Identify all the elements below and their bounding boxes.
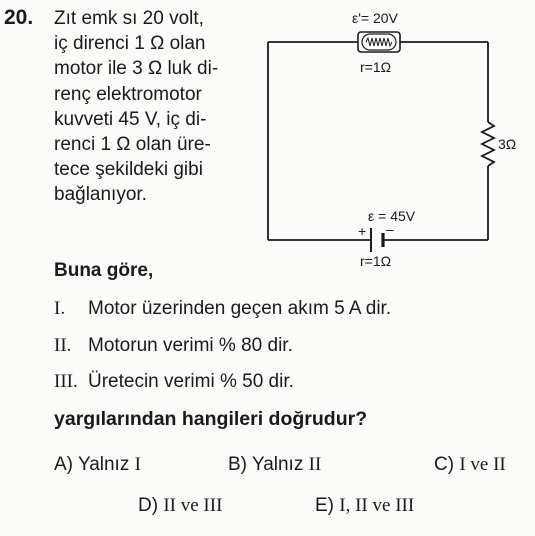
motor-symbol xyxy=(357,31,401,53)
statement-item: I. Motor üzerinden geçen akım 5 A dir. xyxy=(54,298,391,320)
roman-numeral: II. xyxy=(54,335,72,356)
option-letter: C) xyxy=(434,454,455,475)
option-letter: E) xyxy=(315,495,334,516)
plus-sign: + xyxy=(358,223,366,239)
option-b[interactable]: B) Yalnız II xyxy=(228,454,321,476)
option-letter: B) xyxy=(228,454,247,475)
option-text: Yalnız xyxy=(77,454,130,475)
statement-text: Motor üzerinden geçen akım 5 A dir. xyxy=(88,298,392,319)
option-roman: II xyxy=(308,454,322,475)
battery-symbol xyxy=(370,228,385,252)
stem-line: bağlanıyor. xyxy=(54,184,147,206)
motor-resistance-label: r=1Ω xyxy=(360,59,391,75)
option-c[interactable]: C) I ve II xyxy=(434,454,506,476)
statement-item: III. Üretecin verimi % 50 dir. xyxy=(54,371,294,393)
option-e[interactable]: E) I, II ve III xyxy=(315,495,414,517)
resistor-zigzag xyxy=(479,121,497,167)
option-roman: I xyxy=(134,454,141,475)
source-resistance-label: r=1Ω xyxy=(360,253,391,269)
stem-line: motor ile 3 Ω luk di- xyxy=(54,58,219,80)
stem-line: renç elektromotor xyxy=(54,83,202,105)
roman-numeral: I. xyxy=(54,298,66,319)
stem-line: tece şekildeki gibi xyxy=(54,159,203,181)
stem-line: Zıt emk sı 20 volt, xyxy=(54,8,204,29)
option-roman: I, II ve III xyxy=(339,495,415,516)
stem-line: renci 1 Ω olan üre- xyxy=(54,134,211,156)
question-ask: yargılarından hangileri doğrudur? xyxy=(54,408,368,430)
question-number: 20. xyxy=(4,6,34,29)
roman-numeral: III. xyxy=(54,371,78,392)
resistor-label: 3Ω xyxy=(498,136,516,152)
stem-line: kuvveti 45 V, iç di- xyxy=(54,108,207,130)
option-roman: II ve III xyxy=(163,495,223,516)
option-roman: I ve II xyxy=(459,454,506,475)
circuit-diagram: ε'= 20V r=1Ω 3Ω ε = 45V + – r=1Ω xyxy=(267,10,516,269)
option-d[interactable]: D) II ve III xyxy=(138,495,222,517)
option-a[interactable]: A) Yalnız I xyxy=(54,454,141,476)
statement-text: Motorun verimi % 80 dir. xyxy=(88,335,293,356)
source-emf-label: ε = 45V xyxy=(368,208,416,224)
question-stem: Zıt emk sı 20 volt, iç direnci 1 Ω olan … xyxy=(54,6,218,208)
option-letter: A) xyxy=(54,454,73,475)
option-text: Yalnız xyxy=(251,454,304,475)
option-letter: D) xyxy=(138,495,159,516)
motor-emf-label: ε'= 20V xyxy=(352,10,399,26)
stem-line: iç direnci 1 Ω olan xyxy=(54,33,206,55)
statement-item: II. Motorun verimi % 80 dir. xyxy=(54,335,293,357)
lead-in: Buna göre, xyxy=(54,260,154,281)
statement-text: Üretecin verimi % 50 dir. xyxy=(88,371,294,392)
minus-sign: – xyxy=(386,221,394,237)
